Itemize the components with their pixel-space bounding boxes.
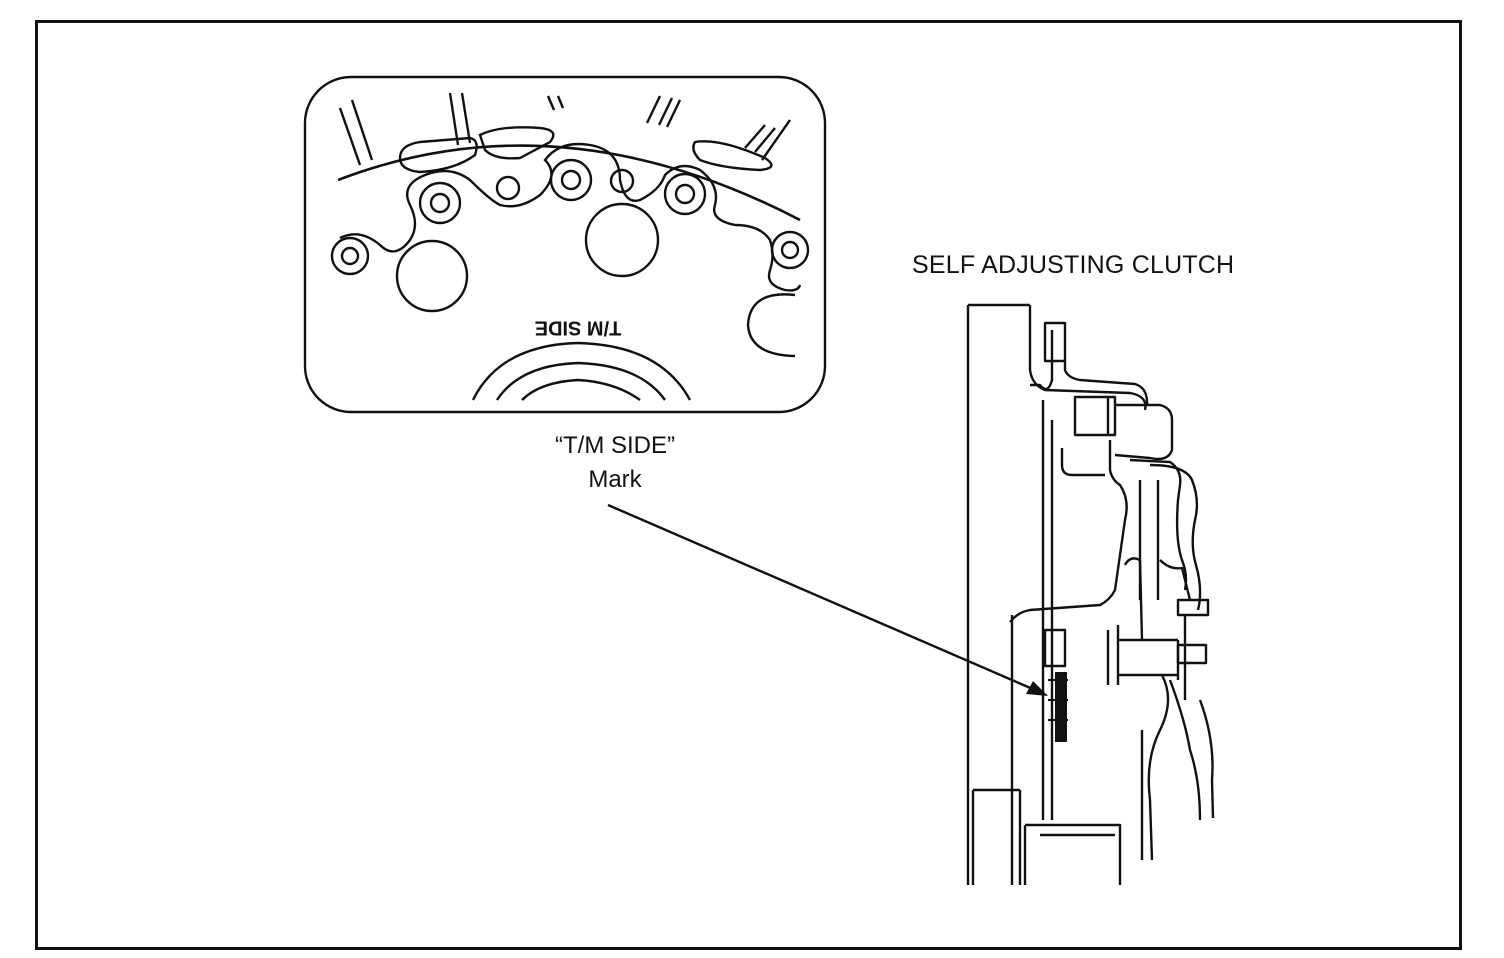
disc-stamp-text: T/M SIDE	[535, 317, 622, 339]
figure-border	[35, 20, 1462, 950]
clutch-cross-section	[966, 303, 1215, 885]
inset-frame	[303, 75, 827, 414]
tm-side-facing	[1048, 672, 1068, 742]
tm-side-callout-mark-label: Mark	[588, 466, 642, 493]
disc-detail-inset	[303, 75, 827, 414]
tm-side-callout-label: “T/M SIDE”	[555, 432, 675, 459]
leader-arrow	[607, 503, 1048, 696]
self-adjusting-clutch-title: SELF ADJUSTING CLUTCH	[912, 251, 1235, 279]
flywheel	[966, 303, 1147, 885]
disc-stamp-mark: T/M SIDE	[535, 317, 622, 339]
